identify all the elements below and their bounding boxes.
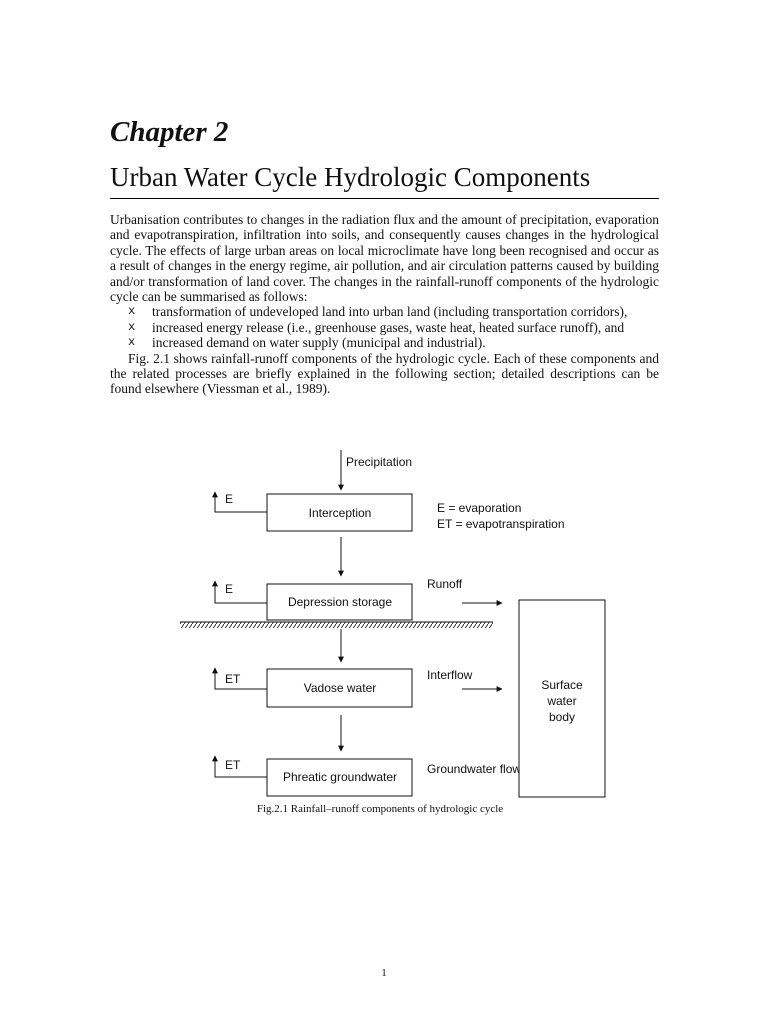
page-number: 1 (381, 967, 387, 979)
surface-water-label-line1: Surface (541, 678, 583, 692)
intro-paragraph: Urbanisation contributes to changes in t… (110, 212, 659, 305)
surface-water-label-line2: water (546, 694, 576, 708)
groundwater-flow-label: Groundwater flow (427, 762, 521, 776)
interflow-label: Interflow (427, 668, 473, 682)
legend-evapotranspiration: ET = evapotranspiration (437, 517, 565, 531)
ground-hatching (180, 622, 493, 628)
list-item-text: increased demand on water supply (munici… (152, 335, 486, 351)
chapter-label: Chapter 2 (110, 116, 229, 148)
phreatic-groundwater-label: Phreatic groundwater (283, 770, 397, 784)
vadose-loss-arrow (212, 667, 267, 690)
interception-loss-label: E (225, 492, 233, 506)
depression-loss-arrow (212, 580, 267, 604)
interception-box (266, 493, 413, 532)
phreatic-loss-label: ET (225, 758, 241, 772)
bullet-marker: x (128, 319, 136, 334)
vadose-water-box (266, 668, 413, 708)
hydrologic-cycle-figure: Precipitation Interception E E = evapora… (0, 440, 768, 810)
surface-water-body-box (518, 599, 606, 798)
change-list: x transformation of undeveloped land int… (110, 304, 659, 350)
bullet-marker: x (128, 304, 136, 319)
list-item-text: increased energy release (i.e., greenhou… (152, 319, 625, 335)
interception-label: Interception (309, 506, 372, 520)
phreatic-loss-arrow (212, 755, 267, 778)
vadose-water-label: Vadose water (304, 681, 377, 695)
surface-water-label-line3: body (549, 710, 575, 724)
list-item: x increased demand on water supply (muni… (110, 335, 659, 350)
figure-caption: Fig.2.1 Rainfall–runoff components of hy… (0, 802, 768, 816)
depression-loss-label: E (225, 582, 233, 596)
depression-storage-label: Depression storage (288, 595, 392, 609)
runoff-label: Runoff (427, 577, 463, 591)
closing-paragraph: Fig. 2.1 shows rainfall-runoff component… (110, 350, 659, 397)
vadose-loss-label: ET (225, 672, 241, 686)
list-item: x transformation of undeveloped land int… (110, 304, 659, 319)
body-text: Urbanisation contributes to changes in t… (110, 212, 659, 397)
list-item: x increased energy release (i.e., greenh… (110, 320, 659, 335)
title-rule (110, 198, 659, 199)
bullet-marker: x (128, 335, 136, 350)
precipitation-label: Precipitation (346, 455, 412, 469)
chapter-title: Urban Water Cycle Hydrologic Components (110, 162, 591, 192)
list-item-text: transformation of undeveloped land into … (152, 304, 628, 320)
interception-loss-arrow (212, 491, 267, 513)
depression-storage-box (266, 583, 413, 621)
legend-evaporation: E = evaporation (437, 501, 521, 515)
figure-caption-text: Fig.2.1 Rainfall–runoff components of hy… (256, 803, 504, 815)
